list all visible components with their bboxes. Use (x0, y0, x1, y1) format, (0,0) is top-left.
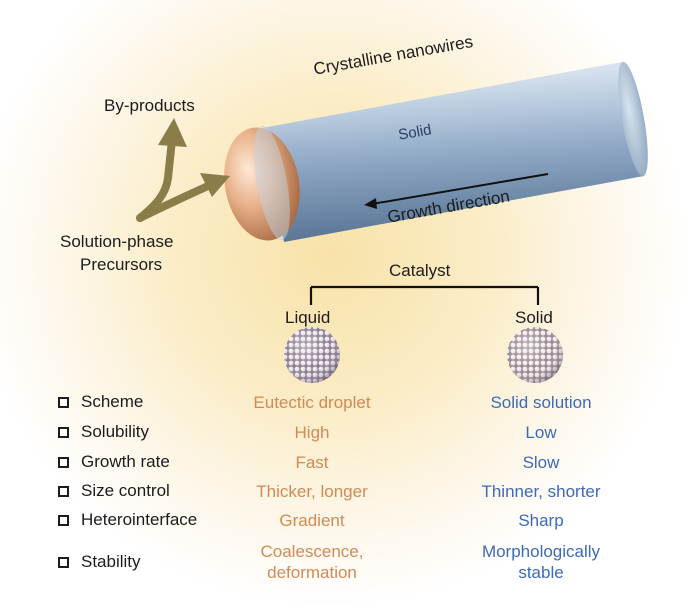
solid-value-scheme: Solid solution (490, 393, 592, 412)
solid-value-heterointerface: Sharp (518, 511, 564, 530)
checkbox-icon (58, 456, 69, 468)
row-label-solubility: Solubility (58, 422, 149, 442)
liquid-value-growth-rate: Fast (295, 453, 329, 472)
solid-value-stability: Morphologically stable (441, 541, 641, 583)
checkbox-icon (58, 485, 69, 497)
growth-direction-arrow (364, 173, 549, 209)
catalyst-bracket (309, 285, 540, 305)
row-label-size-control: Size control (58, 481, 170, 501)
liquid-value-stability-line1: Coalescence, (260, 542, 364, 561)
precursors-label-line1: Solution-phase (60, 232, 174, 251)
catalyst-tip (224, 125, 300, 241)
solid-catalyst-label: Solid (515, 308, 553, 327)
solid-value-growth-rate: Slow (522, 453, 560, 472)
precursors-label-line2: Precursors (80, 255, 163, 274)
catalyst-label: Catalyst (389, 261, 451, 280)
byproducts-label: By-products (104, 96, 195, 115)
row-label-growth-rate: Growth rate (58, 452, 170, 472)
solid-value-stability-line2: stable (518, 563, 564, 582)
liquid-value-heterointerface: Gradient (279, 511, 345, 530)
checkbox-icon (58, 396, 69, 408)
liquid-value-stability-line2: deformation (267, 563, 357, 582)
checkbox-icon (58, 514, 69, 526)
liquid-value-size-control: Thicker, longer (256, 482, 368, 501)
liquid-catalyst-label: Liquid (285, 308, 331, 327)
row-label-stability: Stability (58, 552, 141, 572)
nanowire-body (262, 61, 648, 242)
solid-value-size-control: Thinner, shorter (481, 482, 601, 501)
solid-value-solubility: Low (525, 423, 557, 442)
row-label-scheme: Scheme (58, 392, 143, 412)
liquid-value-solubility: High (294, 423, 330, 442)
solid-catalyst-particle (507, 327, 563, 383)
row-label-heterointerface: Heterointerface (58, 510, 197, 530)
precursor-arrows (136, 118, 230, 222)
solid-value-stability-line1: Morphologically (481, 542, 601, 561)
liquid-value-scheme: Eutectic droplet (253, 393, 371, 412)
checkbox-icon (58, 556, 69, 568)
liquid-catalyst-particle (284, 327, 340, 383)
liquid-value-stability: Coalescence, deformation (222, 541, 402, 583)
checkbox-icon (58, 426, 69, 438)
